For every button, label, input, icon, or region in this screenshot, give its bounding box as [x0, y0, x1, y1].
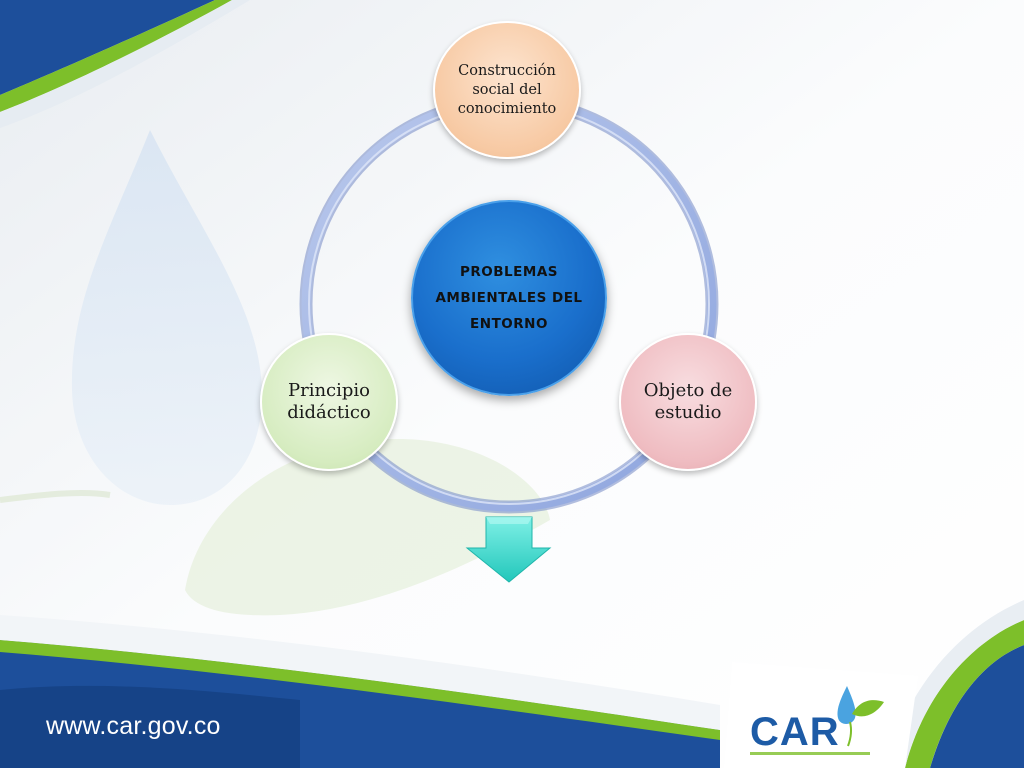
node-label: Construcción social del conocimiento: [457, 62, 557, 117]
water-drop-leaf-icon: [837, 686, 884, 747]
node-center-problemas-ambientales: PROBLEMAS AMBIENTALES DEL ENTORNO: [411, 200, 607, 396]
website-url[interactable]: www.car.gov.co: [46, 712, 221, 740]
center-label: PROBLEMAS AMBIENTALES DEL ENTORNO: [435, 264, 583, 332]
node-label: Objeto de estudio: [643, 380, 733, 423]
car-logo: CAR: [750, 710, 840, 754]
node-principio-didactico: Principio didáctico: [260, 333, 398, 471]
node-label: Principio didáctico: [287, 380, 371, 423]
watermark-drop-icon: [71, 130, 262, 505]
down-arrow-icon: [465, 516, 552, 583]
node-objeto-de-estudio: Objeto de estudio: [619, 333, 757, 471]
node-construccion-social: Construcción social del conocimiento: [433, 21, 581, 159]
watermark-leaf-icon: [185, 439, 550, 616]
